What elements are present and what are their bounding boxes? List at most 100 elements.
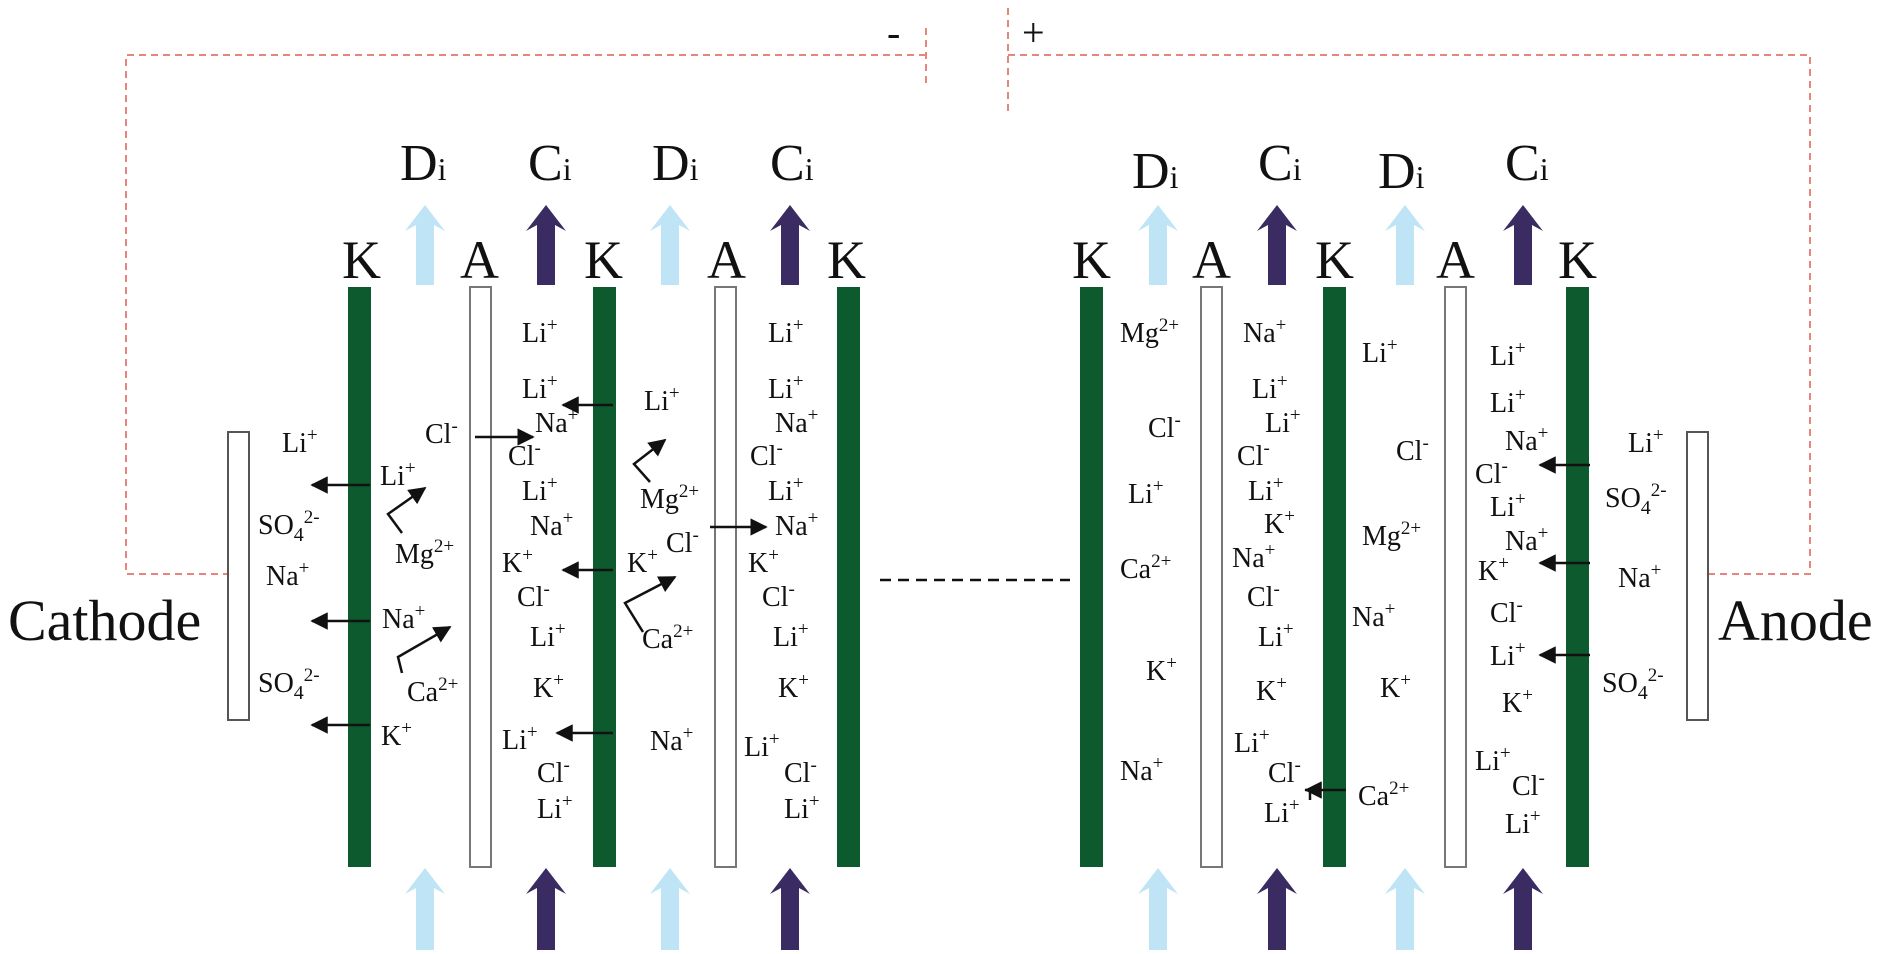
ion-label: Li+ [502, 722, 538, 756]
membrane-label-k: K [1315, 230, 1354, 290]
concentrate-flow-arrow [1257, 205, 1297, 285]
ion-label: Cl- [1237, 438, 1270, 472]
ion-label: Li+ [1628, 425, 1664, 459]
anode-electrode [1686, 431, 1709, 721]
concentrate-flow-arrow [1503, 868, 1543, 950]
dilute-flow-arrow [1138, 205, 1178, 285]
dilute-stream-label: Di [652, 135, 699, 192]
cation-membrane [1323, 287, 1346, 867]
dilute-flow-arrow [1385, 868, 1425, 950]
ion-label: Cl- [666, 525, 699, 559]
ion-label: K+ [1502, 685, 1533, 719]
ion-label: Na+ [1232, 540, 1275, 574]
ion-label: Ca2+ [642, 621, 693, 655]
ion-label: Cl- [784, 755, 817, 789]
ion-label: Na+ [530, 508, 573, 542]
ion-label: Ca2+ [1120, 551, 1171, 585]
ion-label: Cl- [1247, 579, 1280, 613]
ion-label: K+ [748, 545, 779, 579]
ion-label: Li+ [1490, 338, 1526, 372]
ion-label: SO42- [258, 507, 320, 546]
anion-membrane [1200, 286, 1223, 868]
ion-label: Cl- [537, 755, 570, 789]
circuit-wire-positive [1008, 54, 1811, 575]
ion-arrow [396, 625, 452, 674]
ion-labels: Li+SO42-Na+SO42-Li+Mg2+Na+Ca2+K+Cl-Li+Li… [258, 315, 1667, 840]
concentrate-stream-label: Ci [1505, 135, 1549, 192]
ion-label: Mg2+ [640, 481, 699, 515]
ion-label: K+ [533, 670, 564, 704]
ion-label: Li+ [1490, 638, 1526, 672]
dilute-flow-arrow [650, 205, 690, 285]
ion-label: SO42- [258, 665, 320, 704]
concentrate-stream-label: Ci [1258, 135, 1302, 192]
ion-label: Li+ [530, 619, 566, 653]
dilute-flow-arrow [405, 205, 445, 285]
circuit-wire-negative [125, 54, 926, 575]
ion-label: Li+ [784, 791, 820, 825]
polarity-minus: - [887, 10, 900, 55]
ion-label: K+ [1146, 653, 1177, 687]
ion-label: Li+ [1128, 476, 1164, 510]
external-circuit [125, 8, 1811, 575]
ion-label: Na+ [1243, 315, 1286, 349]
ion-label: Ca2+ [1358, 778, 1409, 812]
ion-label: Na+ [382, 601, 425, 635]
ion-label: Na+ [775, 508, 818, 542]
ion-label: Li+ [1264, 795, 1300, 829]
membrane-label-k: K [1558, 230, 1597, 290]
ion-label: Cl- [1475, 456, 1508, 490]
anion-membrane [714, 286, 737, 868]
ion-label: Cl- [425, 416, 458, 450]
ion-label: Cl- [750, 438, 783, 472]
ion-label: Cl- [1512, 768, 1545, 802]
ion-label: Mg2+ [395, 536, 454, 570]
ion-label: Li+ [537, 791, 573, 825]
cation-membrane [593, 287, 616, 867]
ion-label: Mg2+ [1362, 518, 1421, 552]
membrane-label-a: A [1192, 230, 1231, 290]
dilute-flow-arrow [405, 868, 445, 950]
ion-label: Li+ [522, 473, 558, 507]
ion-label: Li+ [1252, 371, 1288, 405]
ion-label: Na+ [1505, 423, 1548, 457]
ion-label: Cl- [1268, 755, 1301, 789]
ion-label: Li+ [522, 315, 558, 349]
ion-arrow [623, 575, 677, 633]
dilute-flow-arrow [650, 868, 690, 950]
cathode-electrode [227, 431, 250, 721]
polarity-plus: + [1022, 10, 1045, 55]
dilute-stream-label: Di [400, 135, 447, 192]
concentrate-flow-arrow [526, 868, 566, 950]
stream-labels: Di Ci Di Ci Di Ci Di Ci [400, 135, 1549, 200]
ion-label: K+ [1264, 506, 1295, 540]
ion-label: Li+ [1265, 405, 1301, 439]
cation-membrane [1566, 287, 1589, 867]
cation-membrane [348, 287, 371, 867]
ion-label: Li+ [1490, 385, 1526, 419]
concentrate-flow-arrow [1257, 868, 1297, 950]
ion-label: Mg2+ [1120, 315, 1179, 349]
ion-label: Li+ [1258, 619, 1294, 653]
ion-label: Cl- [1490, 595, 1523, 629]
concentrate-flow-arrow [526, 205, 566, 285]
ion-label: SO42- [1605, 480, 1667, 519]
ion-label: Na+ [1618, 560, 1661, 594]
ion-label: Li+ [522, 371, 558, 405]
membrane-label-k: K [827, 230, 866, 290]
ion-label: Na+ [535, 405, 578, 439]
ion-transport-arrows [310, 396, 1590, 800]
dilute-stream-label: Di [1378, 143, 1425, 200]
ion-label: Cl- [1148, 410, 1181, 444]
concentrate-flow-arrow [770, 205, 810, 285]
anion-membrane [469, 286, 492, 868]
ion-label: Na+ [266, 558, 309, 592]
ion-label: Na+ [1505, 523, 1548, 557]
ion-label: K+ [1380, 670, 1411, 704]
ion-label: Li+ [1505, 806, 1541, 840]
ion-label: Li+ [380, 458, 416, 492]
ion-label: Na+ [775, 405, 818, 439]
ion-label: Na+ [650, 723, 693, 757]
anion-membrane [1444, 286, 1467, 868]
